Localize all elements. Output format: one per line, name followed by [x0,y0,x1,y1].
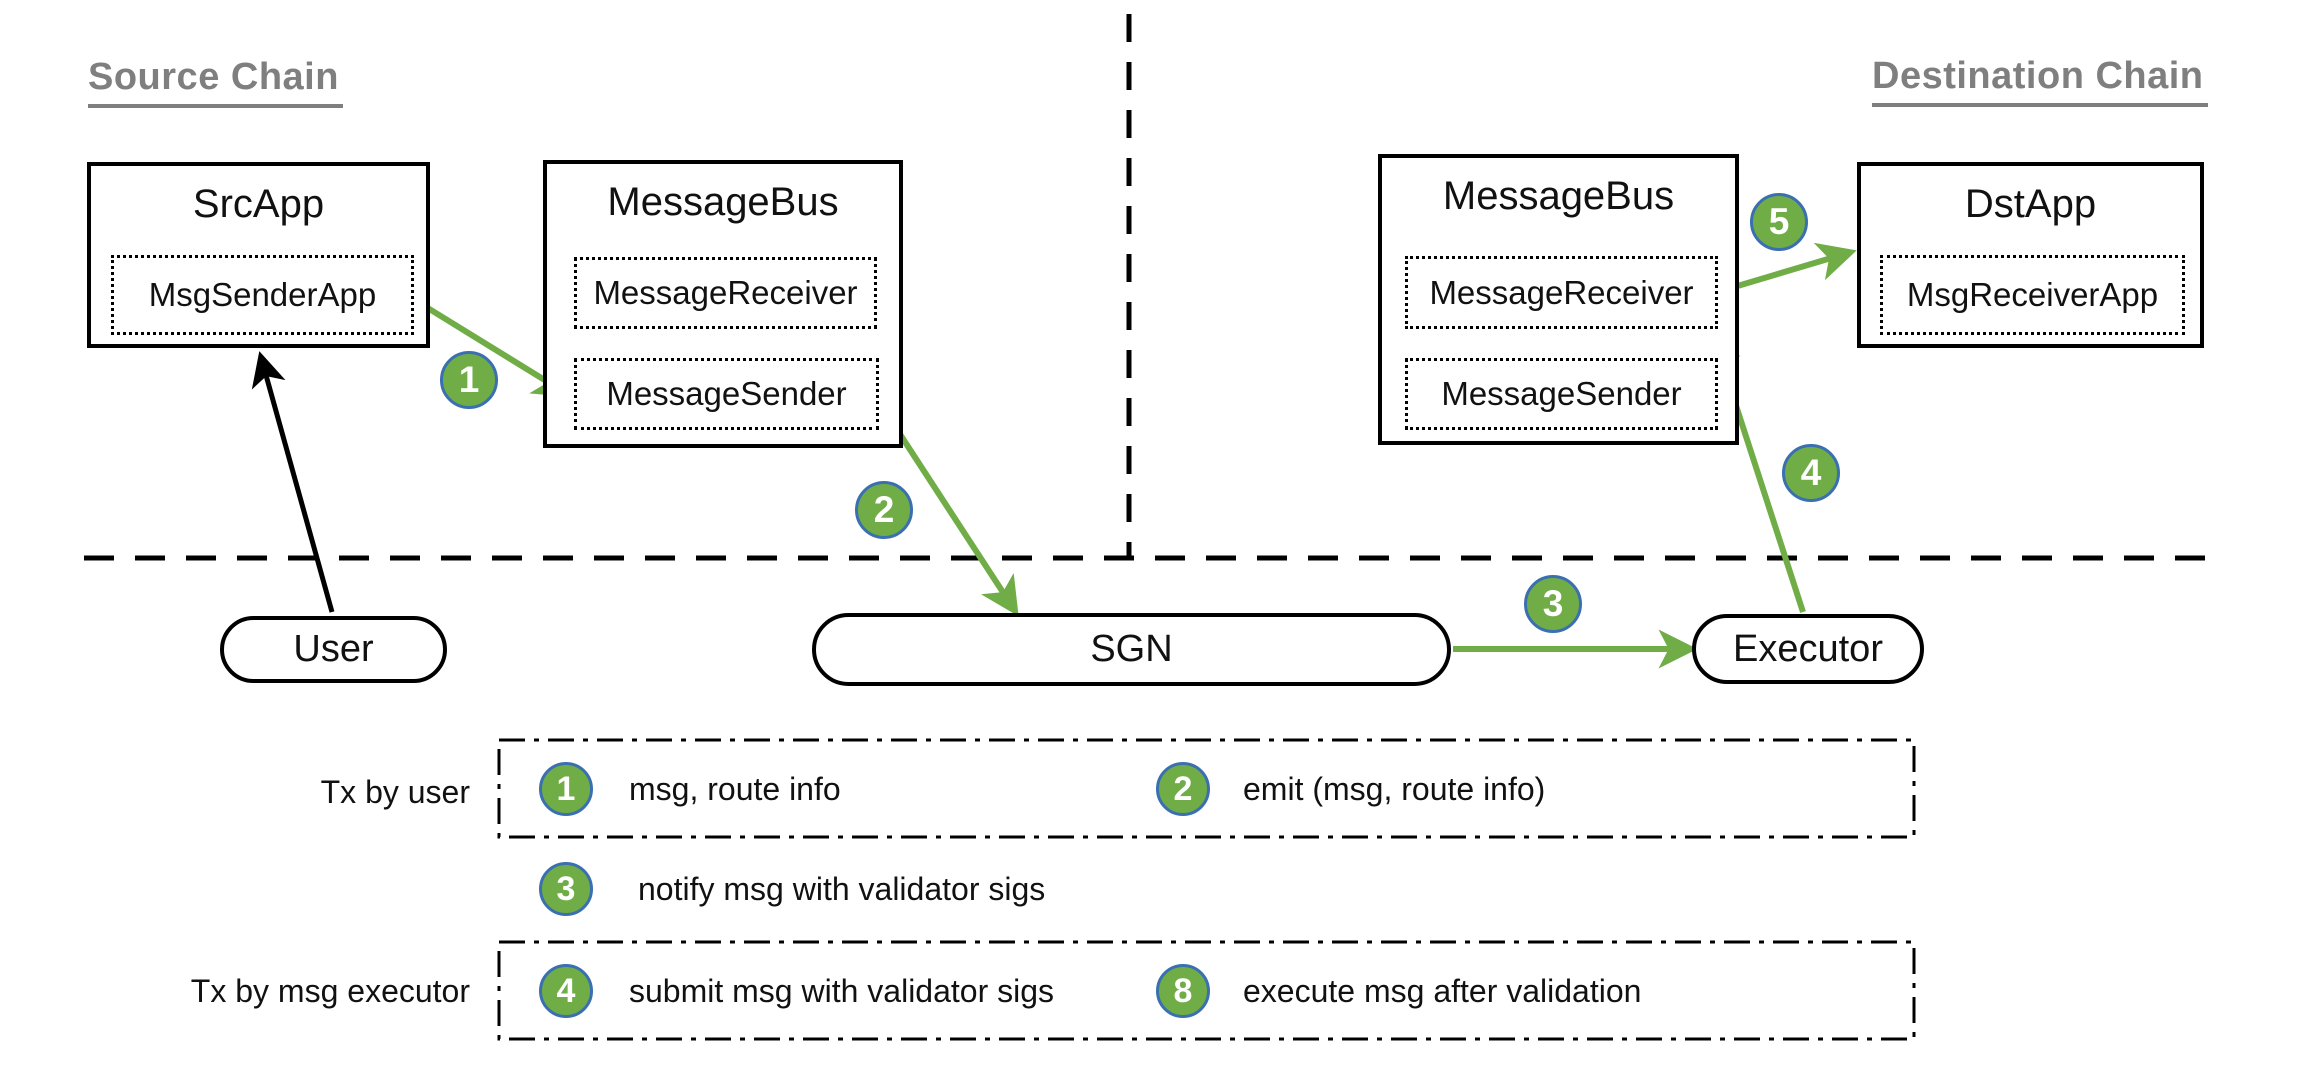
messagesender-dst-box: MessageSender [1405,358,1718,430]
legend-item-4-text: submit msg with validator sigs [629,973,1055,1009]
messagebus-dst-title: MessageBus [1442,174,1675,218]
legend-item-2-text: emit (msg, route info) [1243,771,1546,807]
sgn-pill: SGN [812,613,1451,686]
destination-chain-heading: Destination Chain [1872,55,2208,107]
srcapp-title: SrcApp [192,182,325,226]
dstapp-box: DstApp MsgReceiverApp [1857,162,2204,348]
messagebus-src-title: MessageBus [607,180,839,224]
executor-pill: Executor [1692,614,1924,684]
messagereceiver-src-box: MessageReceiver [574,257,877,329]
legend-box-tx-by-executor [497,940,1916,1041]
step-badge-4: 4 [1782,444,1840,502]
legend-badge-3: 3 [539,862,593,916]
user-pill: User [220,616,447,683]
legend-item-1-text: msg, route info [629,771,841,807]
legend-badge-4: 4 [539,964,593,1018]
legend-badge-1: 1 [539,762,593,816]
step-badge-5: 5 [1750,193,1808,251]
messagebus-dst-box: MessageBus MessageReceiver MessageSender [1378,154,1739,445]
arrow-1-msgsenderapp-to-messagesender [416,299,573,398]
msgreceiverapp-box: MsgReceiverApp [1880,255,2185,335]
srcapp-box: SrcApp MsgSenderApp [87,162,430,348]
messagereceiver-dst-box: MessageReceiver [1405,256,1718,329]
messagebus-src-box: MessageBus MessageReceiver MessageSender [543,160,903,448]
legend-row1-label: Tx by user [320,774,470,810]
legend-item-8-text: execute msg after validation [1243,973,1642,1009]
legend-box-tx-by-user [497,738,1916,839]
legend-item-3-text: notify msg with validator sigs [638,871,1046,907]
legend-row2-label: Tx by msg executor [190,973,470,1009]
dstapp-title: DstApp [1964,182,2097,226]
msgsenderapp-box: MsgSenderApp [111,255,414,335]
legend-badge-2: 2 [1156,762,1210,816]
step-badge-1: 1 [440,351,498,409]
source-chain-heading: Source Chain [88,56,343,108]
legend-badge-8: 8 [1156,964,1210,1018]
step-badge-2: 2 [855,481,913,539]
messagesender-src-box: MessageSender [574,358,879,430]
step-badge-3: 3 [1524,575,1582,633]
arrow-user-to-srcapp [251,351,335,613]
